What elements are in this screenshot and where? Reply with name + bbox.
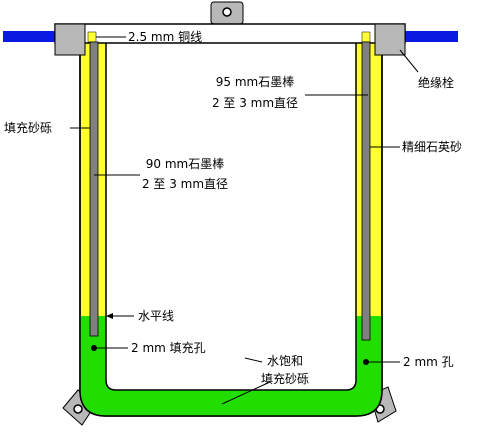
left-graphite-rod [89,41,99,337]
left-hole-label: 2 mm 填充孔 [131,341,206,355]
saturated-label-line1: 水饱和 [266,354,303,368]
copper-wire-label: 2.5 mm 铜线 [128,30,203,44]
insulating-plug-label: 绝缘栓 [418,76,455,90]
left-copper-wire [3,31,55,42]
right-rod-label-line2: 2 至 3 mm直径 [211,96,299,110]
left-rod-label-line2: 2 至 3 mm直径 [141,177,229,191]
vessel-inner-space [105,41,357,391]
hanger-hole [222,7,232,17]
left-rod-label-line1: 90 mm石墨棒 [145,157,225,171]
left-insulating-plug [54,23,86,56]
water-level-label: 水平线 [138,309,175,323]
right-rod-label-line1: 95 mm石墨棒 [215,75,295,89]
left-mount-hole [73,404,83,414]
right-insulating-plug [374,23,406,56]
right-hole-label: 2 mm 孔 [403,355,454,369]
fine-quartz-sand-label: 精细石英砂 [402,140,463,154]
fill-gravel-label: 填充砂砾 [4,121,53,135]
right-copper-wire [405,31,458,42]
top-plate [54,23,406,44]
right-graphite-rod [361,41,371,341]
saturated-label-line2: 填充砂砾 [260,372,309,386]
